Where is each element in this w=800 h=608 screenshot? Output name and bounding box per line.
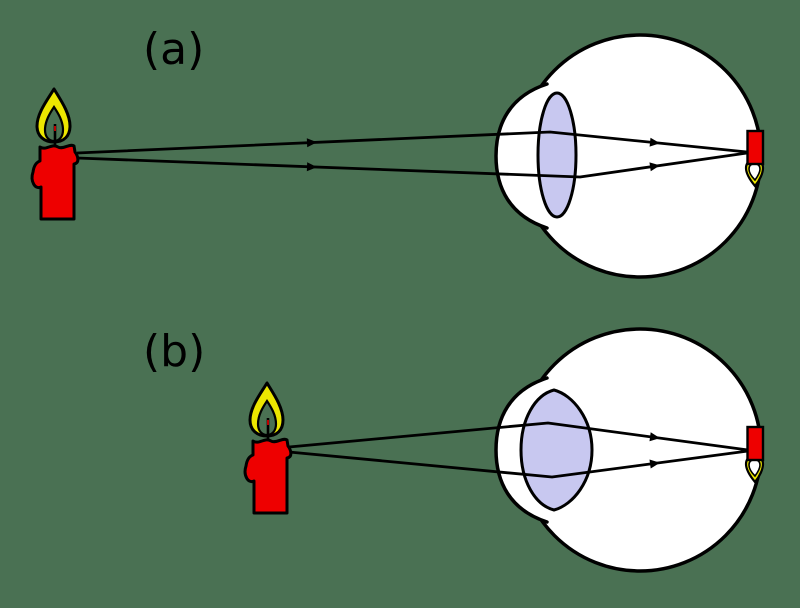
light-ray-upper-a	[76, 130, 748, 155]
light-ray-lower-a	[76, 151, 748, 179]
panel-a: (a)	[30, 24, 765, 279]
retinal-image-b	[744, 425, 765, 484]
panel-b: (b)	[143, 326, 765, 573]
lens-b	[519, 388, 594, 512]
retinal-image-a	[744, 129, 765, 188]
panel-a-label: (a)	[143, 24, 204, 75]
ray-arrowhead	[306, 137, 318, 148]
candle-b	[243, 381, 293, 515]
lens-a	[536, 91, 578, 219]
ray-arrowhead	[306, 162, 318, 172]
light-ray-lower-b	[288, 449, 749, 479]
panel-b-label: (b)	[143, 326, 205, 377]
candle-a	[30, 87, 80, 221]
light-ray-upper-b	[288, 421, 749, 452]
